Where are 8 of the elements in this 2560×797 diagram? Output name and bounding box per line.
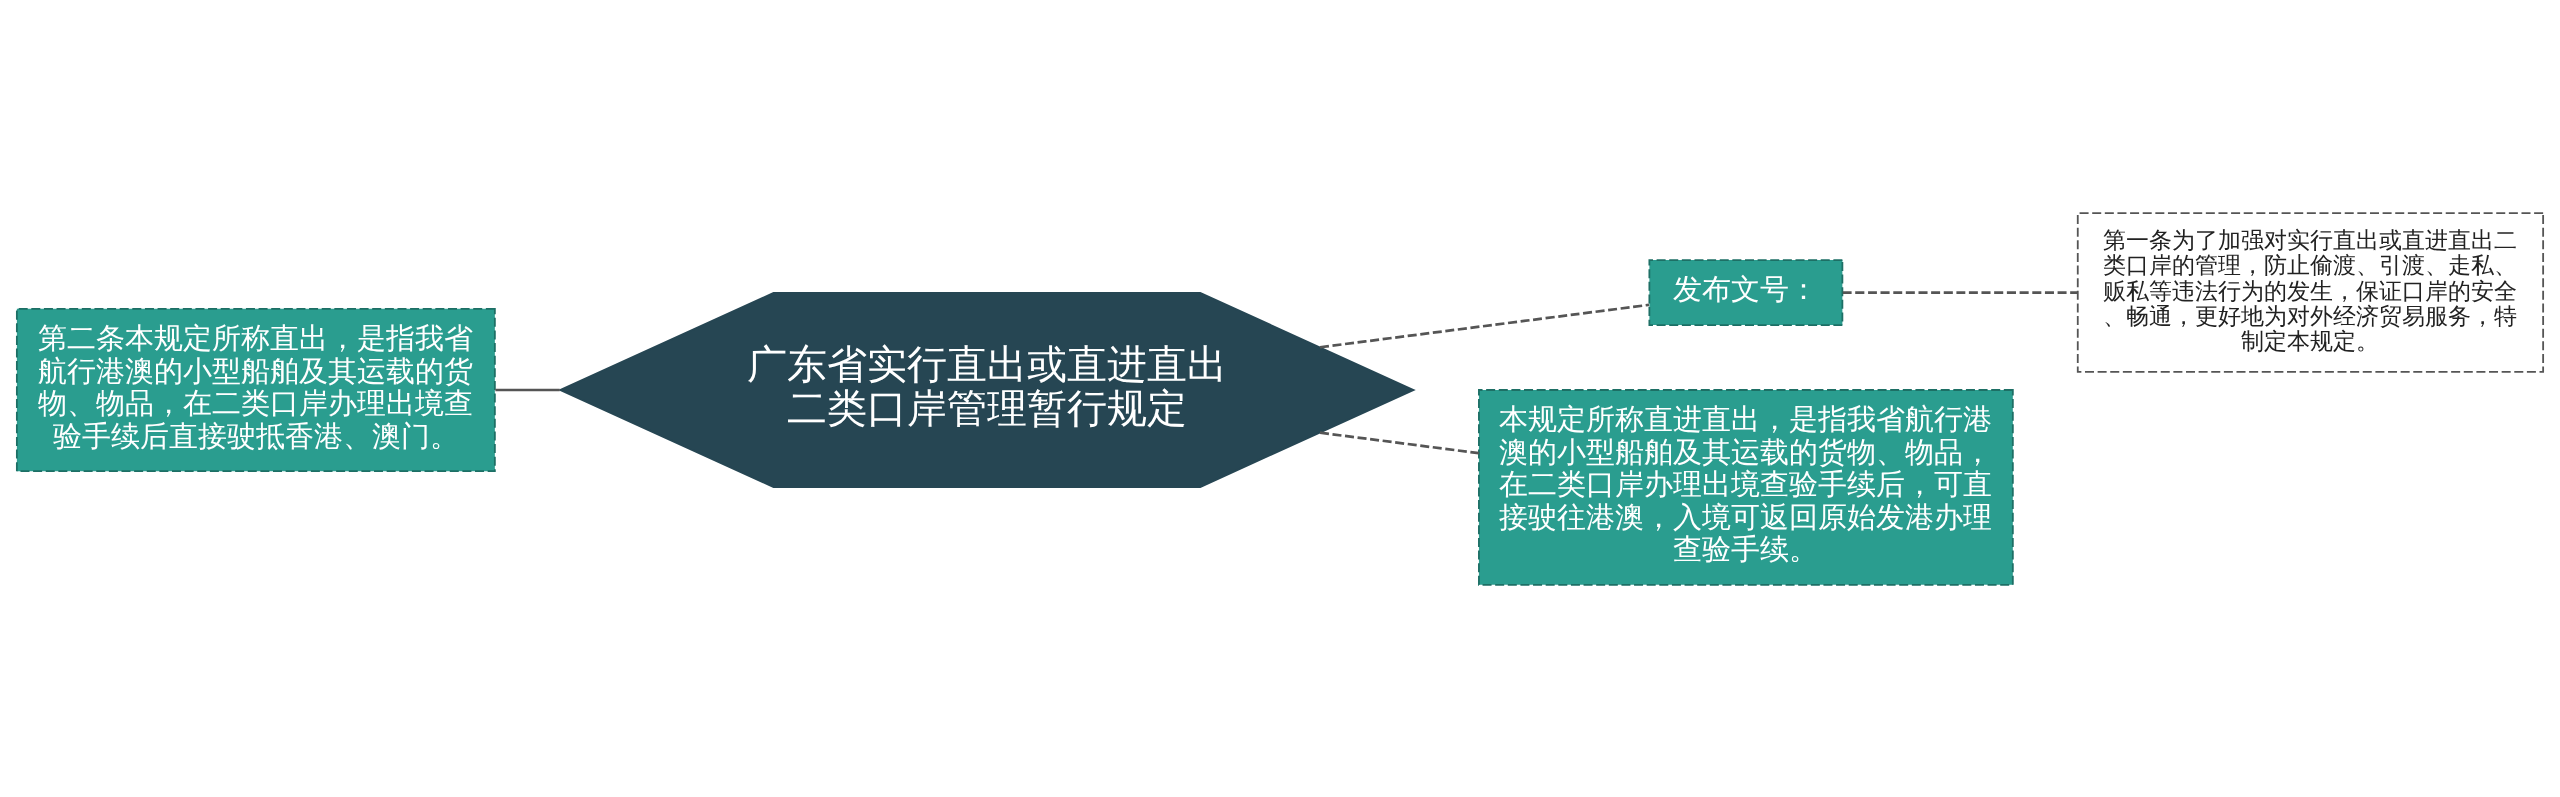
node-box: 第一条为了加强对实行直出或直进直出二类口岸的管理，防止偷渡、引渡、走私、贩私等违法行为的发生，保证口岸的安全、畅通，更好地为对外经济贸易服务，特制定本规定。 [2076,211,2545,373]
node-box: 本规定所称直进直出，是指我省航行港澳的小型船舶及其运载的货物、物品，在二类口岸办理出境查验手续后，可直接驶往港澳，入境可返回原始发港办理查验手续。 [1478,388,2014,586]
connector [1319,430,1479,455]
connector [1319,303,1650,349]
connector [495,388,560,391]
connector [1842,290,2078,294]
node-box: 发布文号： [1648,258,1844,326]
node-box: 第二条本规定所称直出，是指我省航行港澳的小型船舶及其运载的货物、物品，在二类口岸办理出境查验手续后直接驶抵香港、澳门。 [15,307,496,472]
